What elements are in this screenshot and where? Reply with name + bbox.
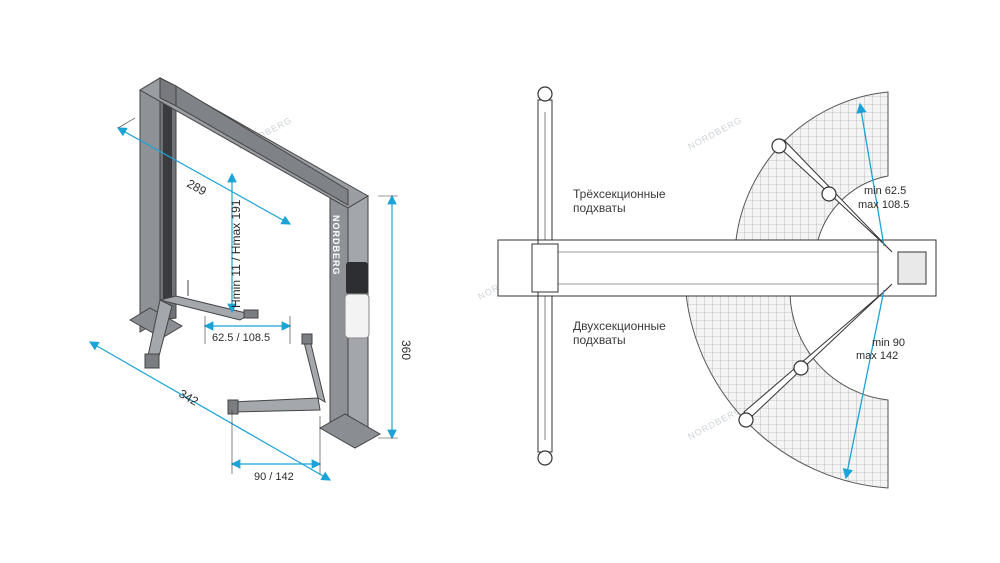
dim-342: 342 (177, 386, 202, 408)
lower-min: min 90 (872, 337, 905, 349)
pad-top (537, 86, 553, 102)
lower-max: max 142 (856, 350, 898, 362)
dim-height-range: Hmin 11 / Hmax 191 (229, 199, 243, 308)
watermark-text: NORDBERG (686, 115, 744, 152)
left-base (497, 239, 539, 297)
label-two-section-1: Двухсекционные (573, 319, 666, 333)
dim-arm-short: 62.5 / 108.5 (212, 332, 270, 344)
oil-tank (344, 293, 370, 339)
pad-upper-inner (821, 186, 837, 202)
lift-top-view: NORDBERG NORDBERG Т (497, 86, 937, 489)
pad-lower-outer (738, 412, 754, 428)
lift-3d-view: NORDBERG NORDBERG NORDBERG (88, 77, 534, 483)
right-base-plate (318, 413, 382, 449)
label-two-section-2: подхваты (573, 333, 626, 347)
pad-lower-inner (793, 360, 809, 376)
label-three-section-1: Трёхсекционные (573, 187, 666, 201)
left-column (139, 77, 161, 333)
left-column-channel (163, 100, 172, 300)
right-arms (227, 333, 326, 415)
column-logo: NORDBERG (331, 215, 341, 276)
upper-min: min 62.5 (864, 185, 906, 197)
upper-swing-sector (735, 91, 889, 241)
pump-unit (897, 251, 927, 285)
watermark-text: NORDBERG (686, 405, 744, 442)
crossbeam (497, 239, 937, 297)
upper-max: max 108.5 (858, 199, 909, 211)
dim-360: 360 (399, 340, 413, 360)
dim-289: 289 (185, 176, 210, 198)
left-carriage (531, 243, 559, 293)
dim-arm-long: 90 / 142 (254, 471, 294, 483)
label-three-section-2: подхваты (573, 201, 626, 215)
pad-upper-outer (771, 138, 787, 154)
pump-motor (346, 262, 368, 294)
pad-bottom (537, 450, 553, 466)
lower-swing-sector (685, 293, 889, 489)
